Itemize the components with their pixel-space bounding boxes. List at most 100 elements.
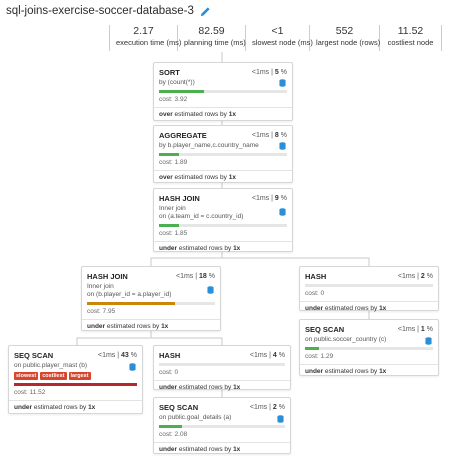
plan-title: sql-joins-exercise-soccer-database-3 (6, 5, 194, 17)
estimate-factor: 1x (233, 446, 241, 453)
plan-node-seq-scan-country[interactable]: SEQ SCAN <1ms | 1 % on public.soccer_cou… (299, 319, 439, 376)
node-pct-sign: % (280, 132, 287, 139)
stat-label: execution time (ms) (116, 38, 182, 47)
cost-bar-fill (159, 224, 180, 227)
tag-slowest: slowest (14, 372, 39, 380)
cost-bar (159, 153, 287, 156)
node-estimate: under estimated rows by 1x (300, 364, 438, 378)
plan-node-sort[interactable]: SORT <1ms | 5 % by (count(*)) cost: 3.92… (153, 62, 293, 121)
node-pct-sign: % (280, 69, 287, 76)
node-pct: 1 (420, 326, 425, 333)
node-time: <1ms (175, 273, 194, 280)
node-name: SEQ SCAN (305, 325, 345, 334)
node-pct-sign: % (130, 352, 137, 359)
node-estimate: under estimated rows by 1x (300, 301, 438, 315)
node-name: HASH (305, 272, 327, 281)
node-estimate: under estimated rows by 1x (9, 400, 142, 414)
node-time: <1ms (249, 404, 268, 411)
node-name: HASH (159, 351, 181, 360)
node-pct: 2 (272, 404, 277, 411)
estimate-factor: 1x (88, 404, 96, 411)
estimate-direction: under (14, 404, 33, 411)
node-name: SEQ SCAN (159, 403, 199, 412)
estimate-direction: under (305, 368, 324, 375)
estimate-text: estimated rows by (32, 404, 89, 411)
database-icon[interactable] (425, 337, 432, 345)
estimate-text: estimated rows by (177, 245, 234, 252)
node-cost: cost: 2.08 (159, 431, 188, 438)
node-pct: 18 (199, 273, 207, 280)
cost-bar (305, 347, 433, 350)
node-pct: 2 (420, 273, 425, 280)
node-cost: cost: 1.29 (305, 353, 334, 360)
plan-node-hash-right[interactable]: HASH <1ms | 2 % cost: 0 under estimated … (299, 266, 439, 312)
cost-bar-fill (159, 425, 182, 428)
plan-node-hash-join-top[interactable]: HASH JOIN <1ms | 9 % Inner join on (a.te… (153, 188, 293, 252)
database-icon[interactable] (207, 286, 214, 294)
tag-costliest: costliest (40, 372, 67, 380)
stat-slowest-node: <1 slowest node (ms) (246, 25, 313, 51)
cost-bar (159, 425, 285, 428)
database-icon[interactable] (277, 415, 284, 423)
plan-node-hash-join-left[interactable]: HASH JOIN <1ms | 18 % Inner join on (b.p… (81, 266, 221, 331)
node-name: AGGREGATE (159, 131, 207, 140)
estimate-direction: under (159, 446, 178, 453)
estimate-text: estimated rows by (177, 384, 234, 391)
estimate-text: estimated rows by (105, 323, 162, 330)
estimate-factor: 1x (228, 174, 236, 181)
stat-value: <1 (271, 25, 284, 37)
node-estimate: under estimated rows by 1x (154, 442, 290, 456)
plan-node-seq-scan-goal[interactable]: SEQ SCAN <1ms | 2 % on public.goal_detai… (153, 397, 291, 454)
node-estimate: under estimated rows by 1x (154, 380, 290, 394)
node-time: <1ms (397, 273, 416, 280)
estimate-direction: under (305, 305, 324, 312)
page-title: sql-joins-exercise-soccer-database-3 (6, 5, 211, 17)
edge (76, 331, 223, 345)
cost-bar (159, 90, 287, 93)
plan-node-hash-left[interactable]: HASH <1ms | 4 % cost: 0 under estimated … (153, 345, 291, 391)
node-pct: 9 (274, 195, 279, 202)
node-cost: cost: 3.92 (159, 96, 188, 103)
database-icon[interactable] (279, 142, 286, 150)
node-name: SORT (159, 68, 180, 77)
node-name: SEQ SCAN (14, 351, 54, 360)
database-icon[interactable] (279, 208, 286, 216)
stat-planning-time: 82.59 planning time (ms) (178, 25, 246, 51)
database-icon[interactable] (279, 79, 286, 87)
estimate-text: estimated rows by (323, 368, 380, 375)
stat-costliest-node: 11.52 costliest node (380, 25, 442, 51)
estimate-text: estimated rows by (172, 174, 229, 181)
estimate-factor: 1x (228, 111, 236, 118)
node-time: <1ms (251, 69, 270, 76)
node-relation: on public.soccer_country (c) (305, 336, 387, 343)
cost-bar-fill (87, 302, 176, 305)
estimate-text: estimated rows by (177, 446, 234, 453)
stat-value: 2.17 (133, 25, 154, 37)
plan-node-seq-scan-player[interactable]: SEQ SCAN <1ms | 43 % on public.player_ma… (8, 345, 143, 414)
node-estimate: under estimated rows by 1x (82, 319, 220, 333)
node-relation: on public.player_mast (b) (14, 362, 87, 369)
cost-bar-fill (14, 383, 137, 386)
stat-value: 552 (335, 25, 354, 37)
cost-bar (159, 224, 287, 227)
plan-node-aggregate[interactable]: AGGREGATE <1ms | 8 % by b.player_name,c.… (153, 125, 293, 183)
node-pct-sign: % (426, 326, 433, 333)
node-detail: by (count(*)) (159, 79, 195, 86)
node-pct-sign: % (280, 195, 287, 202)
stat-execution-time: 2.17 execution time (ms) (110, 25, 182, 51)
node-pct-sign: % (278, 404, 285, 411)
node-cost: cost: 1.89 (159, 159, 188, 166)
node-time: <1ms (251, 195, 270, 202)
cost-bar (159, 363, 285, 366)
tag-largest: largest (68, 372, 91, 380)
node-join-condition: on (b.player_id = a.player_id) (87, 291, 172, 298)
estimate-text: estimated rows by (323, 305, 380, 312)
stat-label: largest node (rows) (316, 38, 381, 47)
pencil-icon[interactable] (200, 6, 211, 17)
node-time: <1ms (97, 352, 116, 359)
node-join-condition: on (a.team_id = c.country_id) (159, 213, 244, 220)
node-cost: cost: 7.95 (87, 308, 116, 315)
node-time: <1ms (397, 326, 416, 333)
database-icon[interactable] (129, 363, 136, 371)
